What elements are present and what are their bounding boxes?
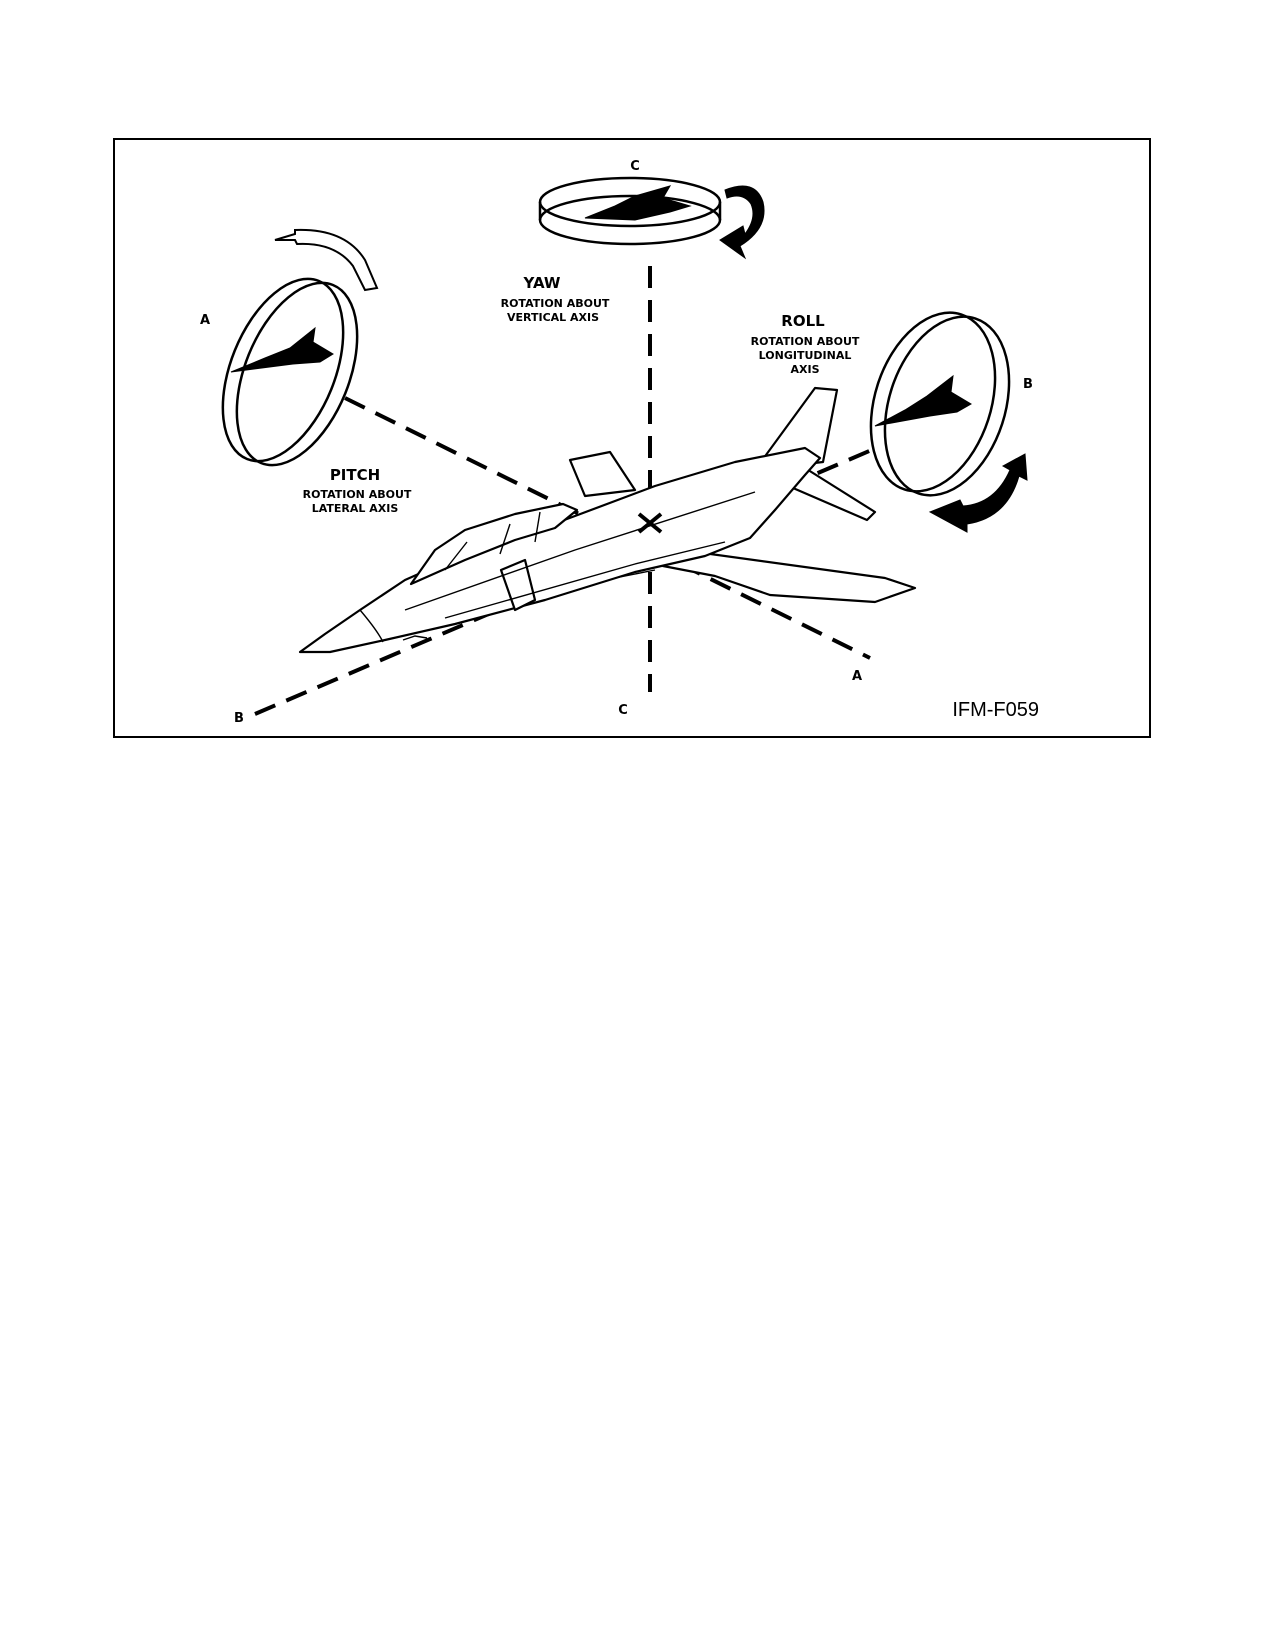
- yaw-rotation-ring: [538, 176, 722, 246]
- pitch-line1: ROTATION ABOUT: [303, 488, 412, 501]
- pitch-label: PITCH ROTATION ABOUT LATERAL AXIS: [303, 466, 412, 515]
- axis-c-bottom-label: C: [618, 703, 628, 718]
- pitch-line2: LATERAL AXIS: [312, 502, 399, 515]
- axis-a-bottom-label: A: [852, 669, 862, 684]
- axis-c-top-label: C: [630, 159, 640, 174]
- figure-frame: YAW ROTATION ABOUT VERTICAL AXIS ROLL RO…: [113, 138, 1151, 738]
- yaw-line2: VERTICAL AXIS: [507, 311, 599, 324]
- pitch-title: PITCH: [330, 466, 380, 484]
- yaw-line1: ROTATION ABOUT: [501, 297, 610, 310]
- yaw-label: YAW ROTATION ABOUT VERTICAL AXIS: [501, 274, 610, 324]
- roll-arrow-icon: [928, 453, 1028, 533]
- axis-b-left-label: B: [234, 711, 244, 726]
- aircraft-axes-diagram: YAW ROTATION ABOUT VERTICAL AXIS ROLL RO…: [200, 159, 1039, 726]
- pitch-arrow-icon: [274, 228, 379, 292]
- roll-line1: ROTATION ABOUT: [751, 335, 860, 348]
- axis-a-top-label: A: [200, 313, 210, 328]
- center-of-gravity-marker: [637, 512, 663, 534]
- pitch-rotation-ring: [221, 277, 359, 467]
- roll-rotation-ring: [869, 311, 1011, 497]
- roll-line2: LONGITUDINAL: [759, 349, 852, 362]
- figure-id: IFM-F059: [952, 699, 1039, 721]
- roll-label: ROLL ROTATION ABOUT LONGITUDINAL AXIS: [751, 312, 860, 376]
- yaw-arrow-icon: [719, 185, 765, 260]
- roll-line3: AXIS: [790, 363, 819, 376]
- yaw-title: YAW: [523, 274, 561, 292]
- aircraft-drawing: [298, 386, 917, 654]
- roll-title: ROLL: [781, 312, 825, 330]
- axis-b-right-label: B: [1023, 377, 1033, 392]
